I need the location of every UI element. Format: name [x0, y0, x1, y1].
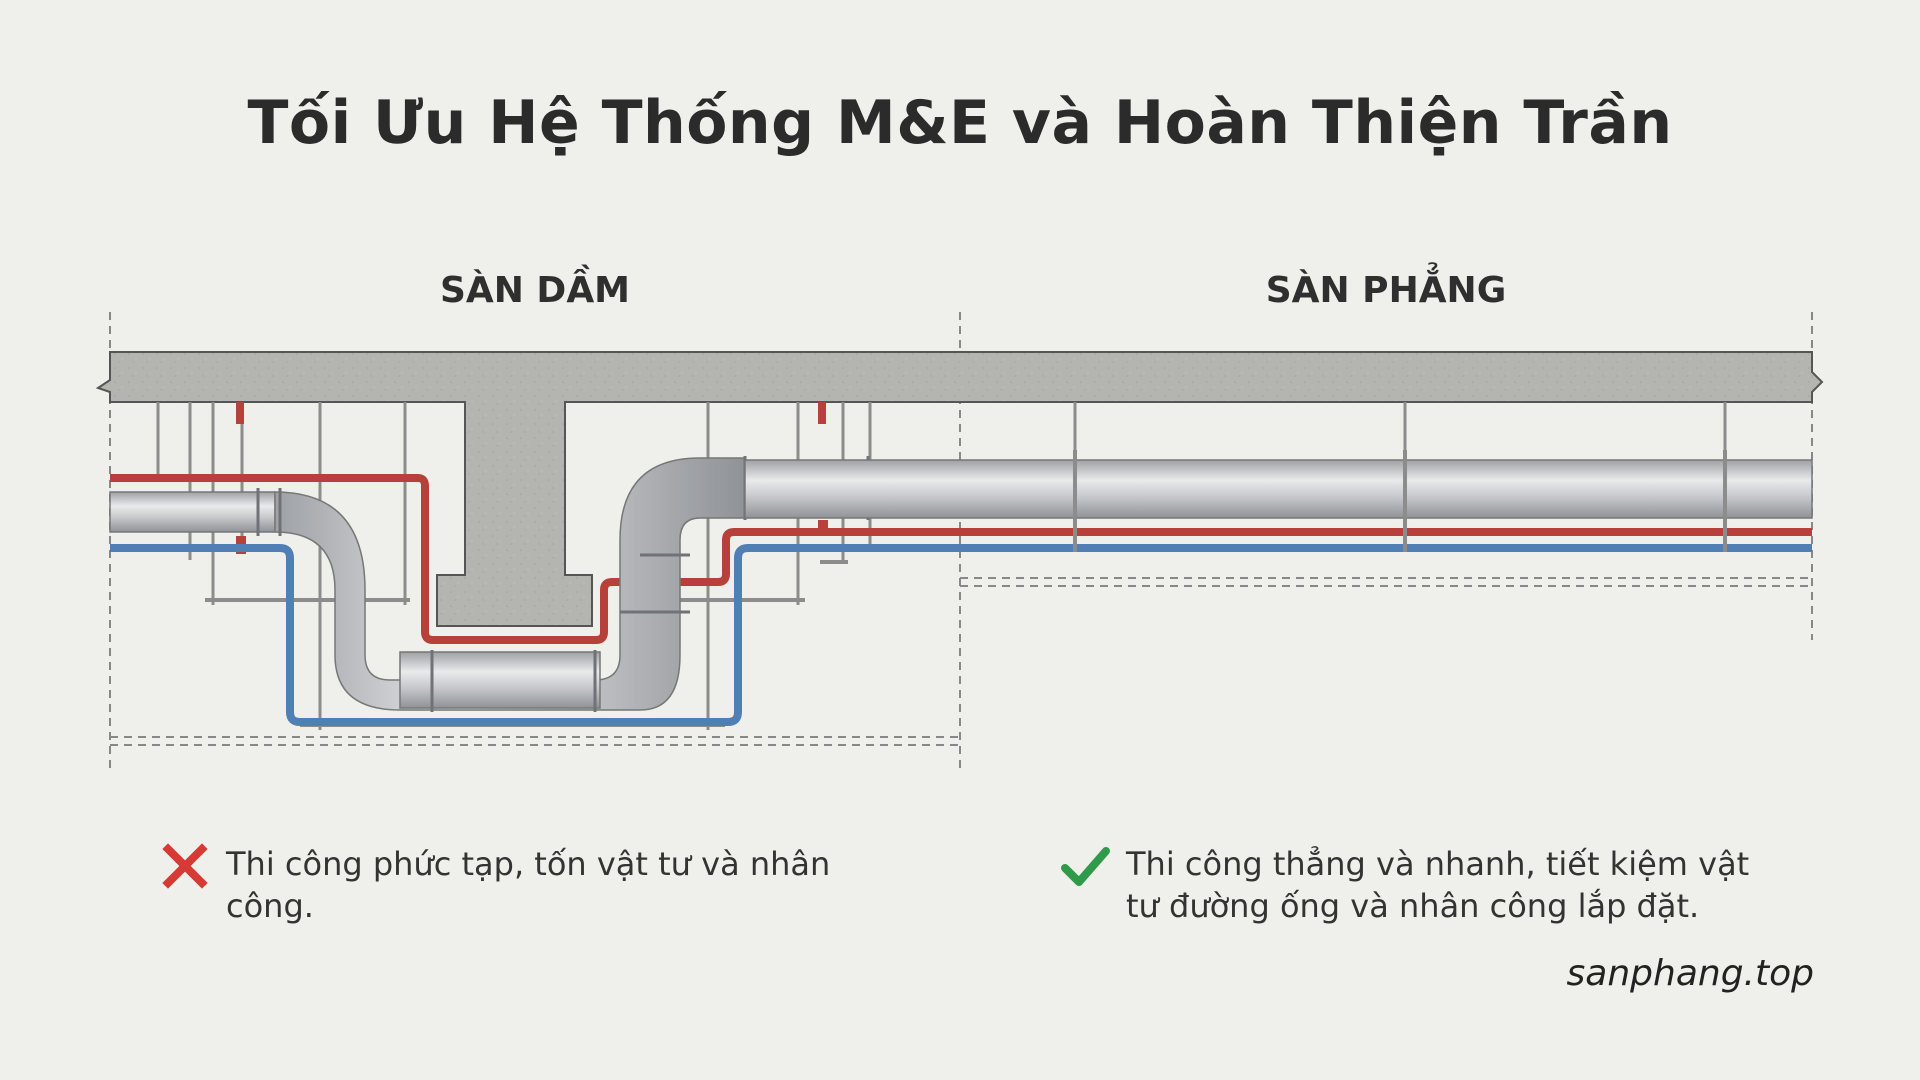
- duct-bottom-segment: [399, 651, 601, 709]
- hot-water-pipe: [110, 474, 1812, 644]
- check-icon: [1061, 847, 1110, 886]
- section-label-flat-slab: SÀN PHẲNG: [1265, 270, 1507, 311]
- cold-water-pipe: [110, 544, 1812, 726]
- page-title: Tối Ưu Hệ Thống M&E và Hoàn Thiện Trần: [247, 88, 1673, 158]
- flat-slab-note-text: Thi công thẳng và nhanh, tiết kiệm vật t…: [1126, 845, 1750, 925]
- duct-straps: [1073, 450, 1727, 552]
- section-label-beam-slab: SÀN DẦM: [439, 270, 631, 311]
- watermark: sanphang.top: [1566, 953, 1814, 994]
- duct-curved-section: [274, 457, 746, 711]
- concrete-slab-with-beam: [95, 351, 1824, 627]
- duct-right-segment: [744, 459, 1813, 519]
- beam-slab-note-text: Thi công phức tạp, tốn vật tư và nhân cô…: [226, 845, 831, 925]
- beam-slab-note: Thi công phức tạp, tốn vật tư và nhân cô…: [160, 843, 920, 927]
- duct-left-segment: [109, 491, 276, 533]
- cross-icon: [162, 843, 208, 889]
- flat-slab-note: Thi công thẳng và nhanh, tiết kiệm vật t…: [1060, 843, 1780, 927]
